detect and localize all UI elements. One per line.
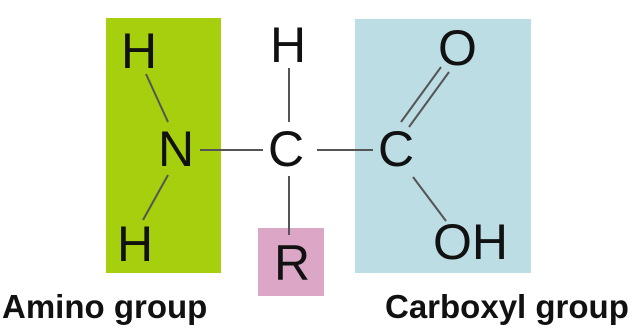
carbonyl-oxygen-atom: O: [438, 20, 477, 76]
amino-group-box: [106, 18, 221, 273]
bond-c-o-double-1: [400, 66, 442, 123]
amino-group-label: Amino group: [2, 288, 208, 325]
side-chain-box: [258, 228, 324, 296]
bond-n-h-top: [145, 73, 169, 123]
amino-hydrogen-top: H: [121, 23, 158, 79]
bond-c-o-double-2: [408, 71, 450, 128]
side-chain-r: R: [274, 235, 311, 291]
bond-c-oh: [412, 176, 447, 222]
carboxyl-group-label: Carboxyl group: [385, 288, 629, 325]
alpha-hydrogen: H: [270, 17, 307, 73]
alpha-carbon-atom: C: [268, 121, 305, 177]
bond-n-h-bottom: [142, 174, 169, 221]
carboxyl-carbon-atom: C: [378, 121, 415, 177]
carboxyl-group-box: [355, 19, 531, 273]
amino-hydrogen-bottom: H: [117, 216, 154, 272]
nitrogen-atom: N: [158, 121, 195, 177]
hydroxyl-group: OH: [433, 214, 508, 270]
